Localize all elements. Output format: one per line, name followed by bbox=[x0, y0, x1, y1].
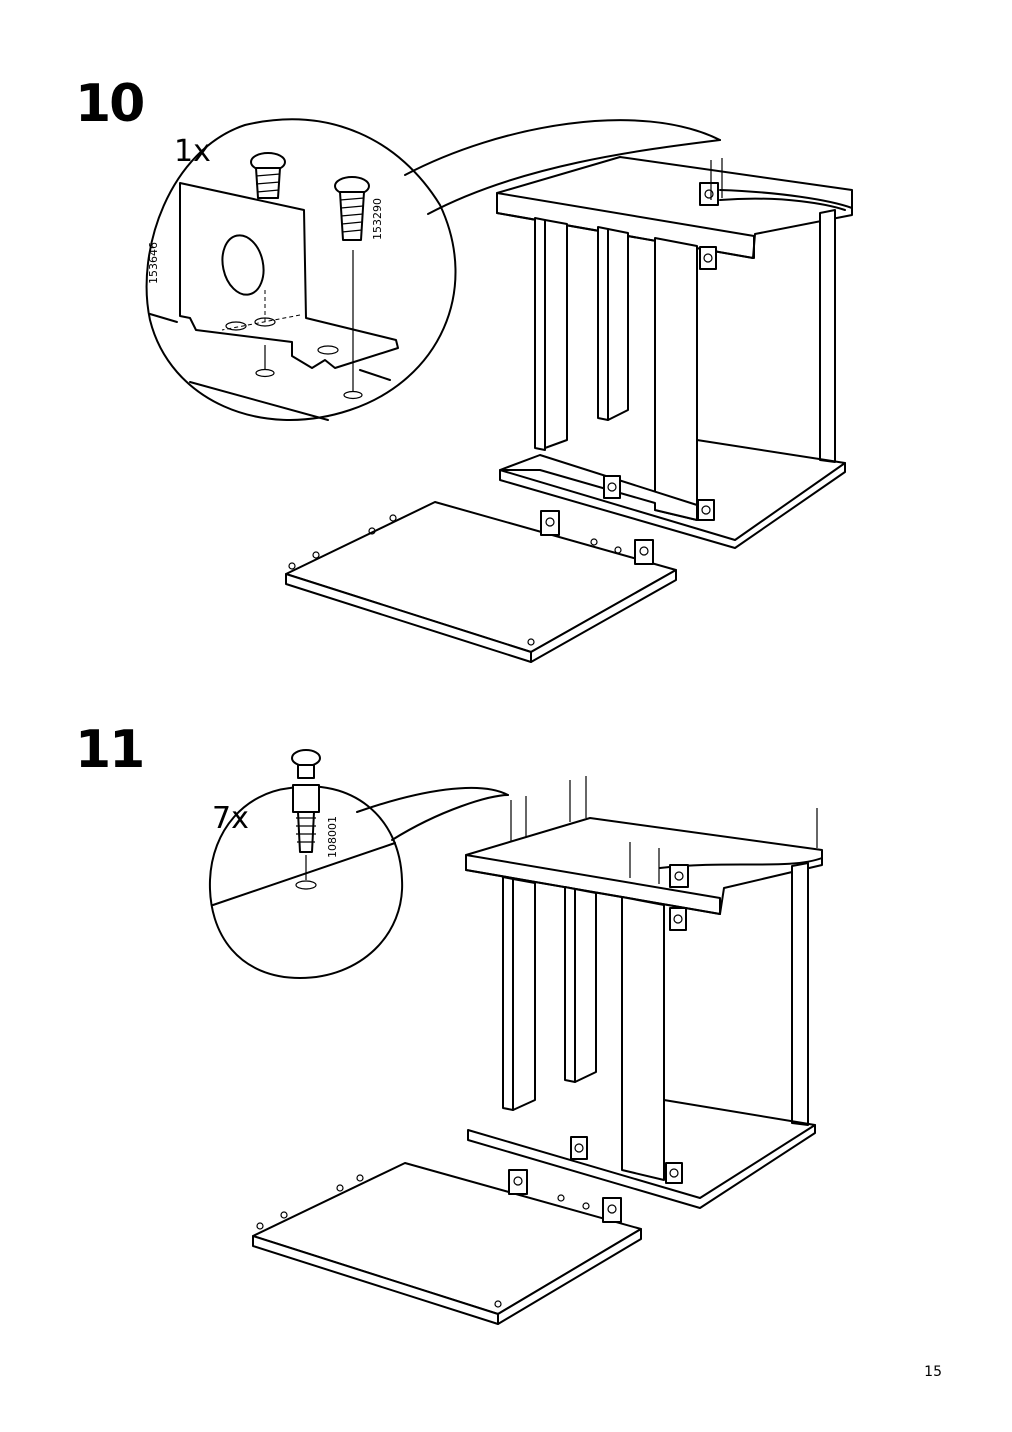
cabinet-frame-icon bbox=[496, 156, 853, 549]
step-11-number: 11 bbox=[75, 720, 145, 780]
panel-icon bbox=[252, 1162, 642, 1325]
cabinet-frame-icon bbox=[465, 776, 823, 1209]
screw-icon bbox=[250, 152, 370, 241]
page-number: 15 bbox=[924, 1364, 942, 1380]
cam-bolt-icon bbox=[291, 749, 321, 890]
step-10-detail-callout bbox=[145, 118, 721, 421]
bracket-icon bbox=[179, 182, 399, 400]
panel-icon bbox=[285, 501, 677, 663]
step-10-number: 10 bbox=[75, 74, 145, 134]
step-11-detail-callout bbox=[208, 785, 509, 979]
